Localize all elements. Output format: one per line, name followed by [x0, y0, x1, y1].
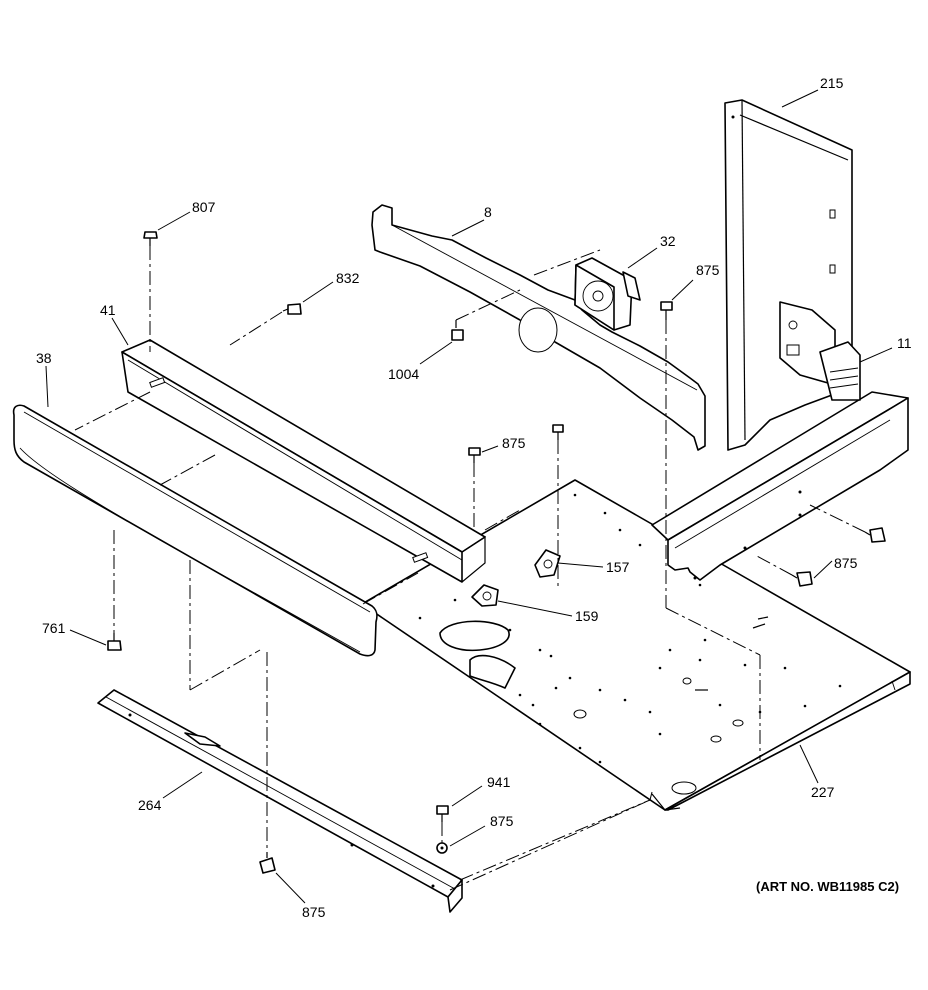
- callout-32: 32: [660, 233, 676, 249]
- callout-38: 38: [36, 350, 52, 366]
- callout-875-mid: 875: [502, 435, 526, 451]
- alignment-lines: [74, 246, 866, 891]
- control-panel-38: [12, 404, 378, 657]
- screw-941: [436, 805, 449, 822]
- callout-761: 761: [42, 620, 66, 636]
- rear-channel-11: [651, 341, 909, 581]
- screw-875-bottom: [259, 852, 276, 874]
- screw-875-mid-right: [552, 424, 564, 440]
- bottom-panel-227: [361, 479, 911, 811]
- callout-875-low: 875: [490, 813, 514, 829]
- callout-807: 807: [192, 199, 216, 215]
- callout-875-right: 875: [834, 555, 858, 571]
- screw-875-right-lower: [791, 571, 813, 587]
- side-duct-215: [724, 99, 853, 451]
- nut-875-low: [436, 842, 448, 854]
- screw-875-right-upper: [864, 527, 886, 543]
- callout-8: 8: [484, 204, 492, 220]
- thermostat-157: [534, 549, 561, 578]
- callout-264: 264: [138, 797, 162, 813]
- screw-761: [107, 633, 122, 651]
- trim-strip-41: [121, 339, 486, 583]
- callout-labels: 215 807 8 32 875 832 41 11 38 1004 875 1…: [36, 75, 912, 920]
- screw-875-mid-left: [468, 447, 481, 463]
- screw-875-top: [660, 301, 673, 320]
- bracket-264: [97, 689, 463, 913]
- callout-875-top: 875: [696, 262, 720, 278]
- callout-1004: 1004: [388, 366, 419, 382]
- callout-227: 227: [811, 784, 835, 800]
- art-number: (ART NO. WB11985 C2): [756, 879, 899, 894]
- vent-duct-8: [371, 204, 706, 451]
- callout-11: 11: [897, 335, 912, 351]
- callout-215: 215: [820, 75, 844, 91]
- thermostat-159: [471, 584, 499, 607]
- callout-941: 941: [487, 774, 511, 790]
- screw-807: [143, 231, 158, 246]
- callout-832: 832: [336, 270, 360, 286]
- fan-32: [574, 257, 641, 331]
- leader-lines: [45, 89, 893, 904]
- callout-875-bottom: 875: [302, 904, 326, 920]
- screw-832: [282, 303, 302, 315]
- callout-157: 157: [606, 559, 630, 575]
- screw-1004: [451, 320, 464, 341]
- callout-41: 41: [100, 302, 116, 318]
- callout-159: 159: [575, 608, 599, 624]
